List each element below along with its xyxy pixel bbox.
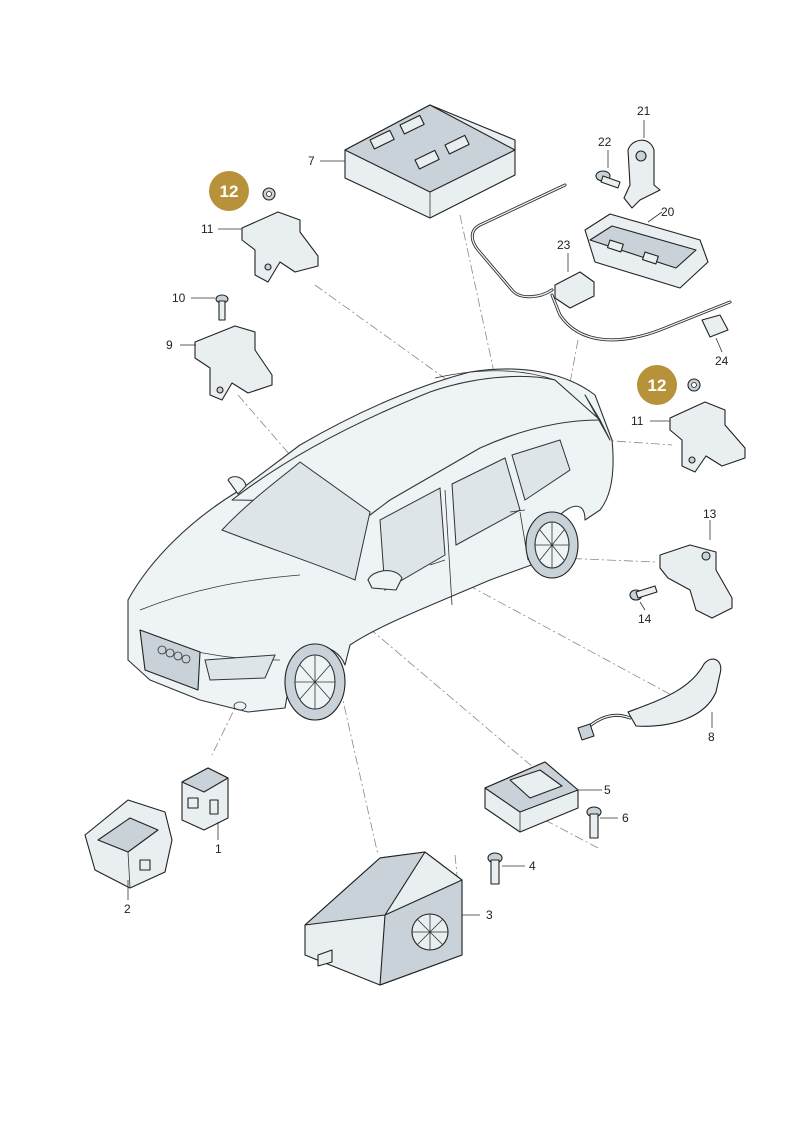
callout-4: 4	[529, 859, 536, 873]
callout-7: 7	[308, 154, 315, 168]
badge-circle	[209, 171, 249, 211]
part-3-alarm-siren	[304, 851, 463, 986]
part-14-screw	[629, 585, 658, 601]
part-7-control-unit	[344, 104, 516, 219]
callout-5: 5	[604, 783, 611, 797]
callout-10: 10	[172, 291, 186, 305]
part-20-antenna-module	[470, 183, 732, 342]
callout-20: 20	[661, 205, 675, 219]
part-6-screw	[586, 806, 602, 839]
part-1-unit	[181, 767, 229, 831]
callout-11-upper: 11	[201, 222, 214, 236]
callout-2: 2	[124, 902, 131, 916]
part-22-screw	[595, 170, 621, 189]
callout-labels: 1 2 3 4 5 6 7 8 9 10 11 11 13 14 20 21 2…	[124, 104, 729, 922]
leader-lines	[127, 120, 723, 916]
callout-21: 21	[637, 104, 651, 118]
part-11-sensor-upper	[241, 187, 319, 283]
callout-11-right: 11	[631, 414, 644, 428]
part-9-sensor	[194, 325, 273, 401]
part-11-sensor-right	[669, 378, 746, 473]
callout-9: 9	[166, 338, 173, 352]
callout-14: 14	[638, 612, 652, 626]
part-8-handle-antenna	[577, 658, 722, 741]
callout-13: 13	[703, 507, 717, 521]
badge-circle	[637, 365, 677, 405]
callout-1: 1	[215, 842, 222, 856]
callout-6: 6	[622, 811, 629, 825]
callout-22: 22	[598, 135, 612, 149]
part-2-housing	[84, 799, 173, 889]
callout-8: 8	[708, 730, 715, 744]
part-21-bracket	[623, 139, 661, 209]
badge-12-upper: 12	[209, 171, 249, 211]
part-10-screw	[215, 294, 229, 321]
callout-3: 3	[486, 908, 493, 922]
badge-12-right-label: 12	[648, 376, 667, 395]
callout-24: 24	[715, 354, 729, 368]
badge-12-upper-label: 12	[220, 182, 239, 201]
vehicle-illustration	[127, 368, 614, 721]
part-5-module	[484, 761, 579, 833]
part-4-screw	[487, 852, 503, 885]
badge-12-right: 12	[637, 365, 677, 405]
part-13-sensor	[659, 544, 733, 619]
callout-23: 23	[557, 238, 571, 252]
